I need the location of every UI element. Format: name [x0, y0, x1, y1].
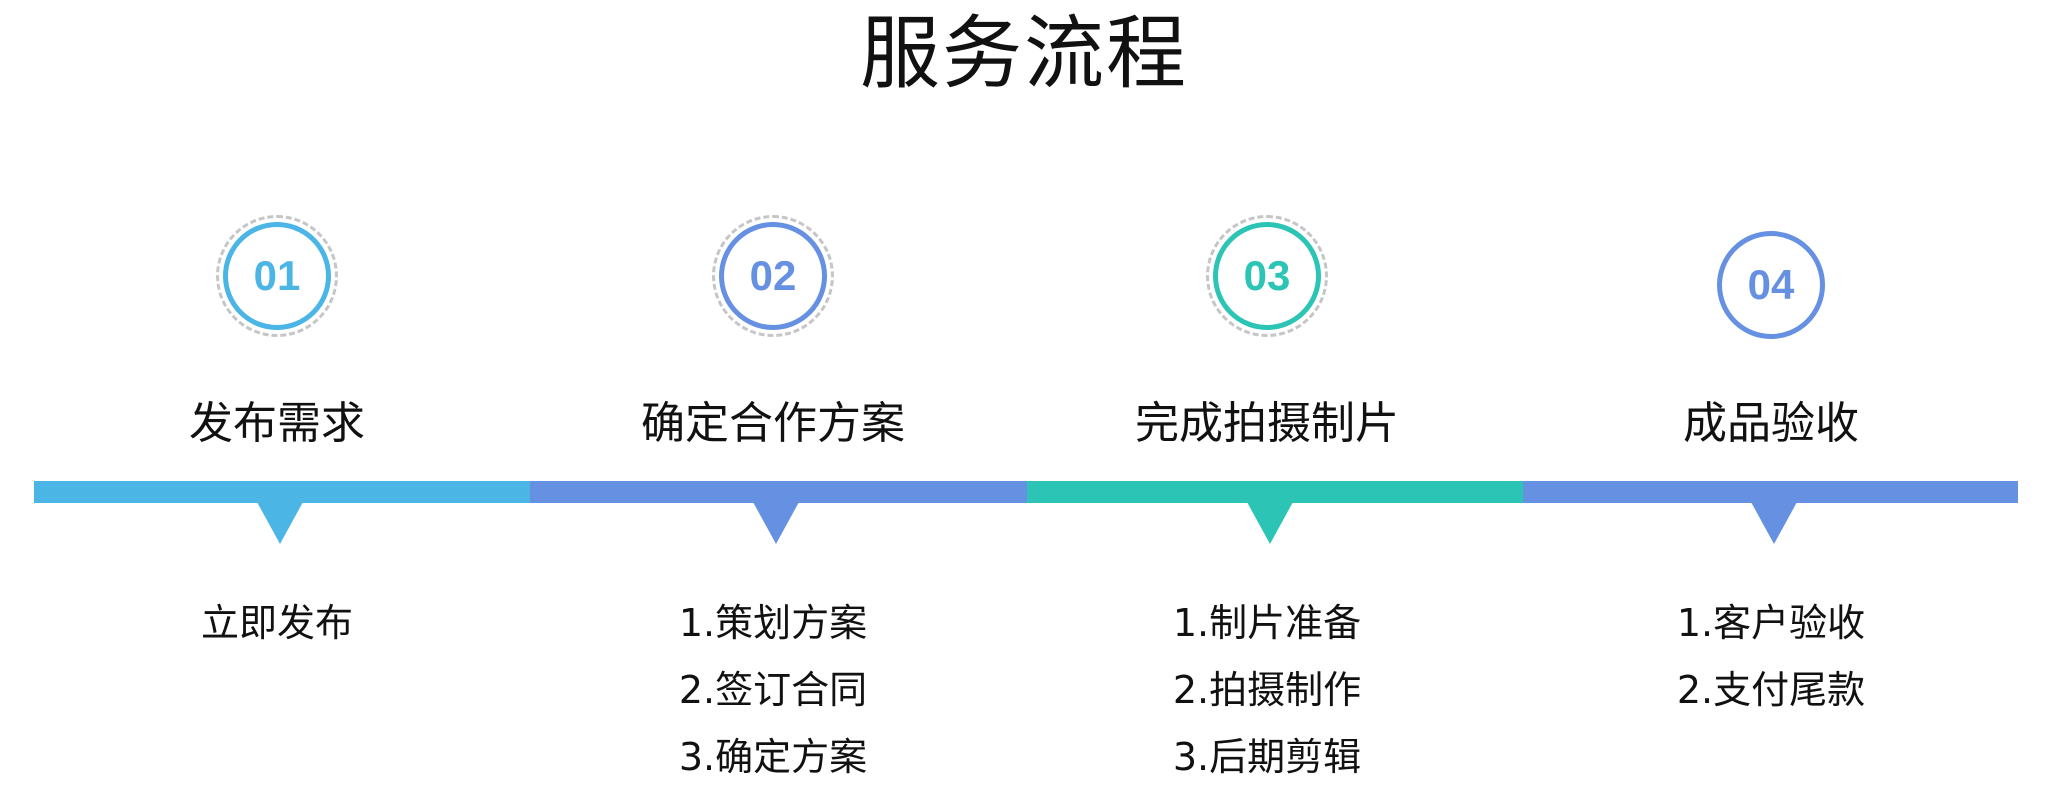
step-02: 02 确定合作方案 1.策划方案 2.签订合同 3.确定方案 — [573, 0, 973, 792]
step-heading: 完成拍摄制片 — [1135, 398, 1399, 449]
step-items: 1.策划方案 2.签订合同 3.确定方案 — [573, 590, 973, 791]
step-number-badge: 03 — [1213, 222, 1321, 330]
step-item: 3.确定方案 — [678, 735, 868, 779]
timeline-bar-segment — [530, 481, 1027, 503]
dashed-ring-icon — [1206, 215, 1328, 337]
step-number-badge: 01 — [223, 222, 331, 330]
step-03: 03 完成拍摄制片 1.制片准备 2.拍摄制作 3.后期剪辑 — [1067, 0, 1467, 792]
step-item: 1.客户验收 — [1676, 601, 1866, 645]
pointer-triangle-icon — [1247, 502, 1293, 544]
page-title: 服务流程 — [860, 7, 1188, 100]
step-items: 1.客户验收 2.支付尾款 — [1571, 590, 1971, 724]
pointer-triangle-icon — [753, 502, 799, 544]
step-number-badge: 02 — [719, 222, 827, 330]
pointer-triangle-icon — [257, 502, 303, 544]
dashed-ring-icon — [712, 215, 834, 337]
step-item: 立即发布 — [200, 601, 353, 645]
step-item: 1.制片准备 — [1172, 601, 1362, 645]
step-heading: 确定合作方案 — [641, 398, 905, 449]
step-item: 2.支付尾款 — [1676, 668, 1866, 712]
step-items: 立即发布 — [77, 590, 477, 657]
timeline-bar-segment — [34, 481, 530, 503]
timeline-bar-segment — [1027, 481, 1523, 503]
step-01: 01 发布需求立即发布 — [77, 0, 477, 792]
pointer-triangle-icon — [1751, 502, 1797, 544]
step-item: 2.拍摄制作 — [1172, 668, 1362, 712]
step-heading: 发布需求 — [189, 398, 365, 449]
dashed-ring-icon — [216, 215, 338, 337]
timeline-bar-segment — [1523, 481, 2018, 503]
step-item: 1.策划方案 — [678, 601, 868, 645]
step-heading: 成品验收 — [1683, 398, 1859, 449]
step-item: 3.后期剪辑 — [1172, 735, 1362, 779]
step-04: 04 成品验收 1.客户验收 2.支付尾款 — [1571, 0, 1971, 792]
step-items: 1.制片准备 2.拍摄制作 3.后期剪辑 — [1067, 590, 1467, 791]
step-number-badge: 04 — [1717, 231, 1825, 339]
step-item: 2.签订合同 — [678, 668, 868, 712]
